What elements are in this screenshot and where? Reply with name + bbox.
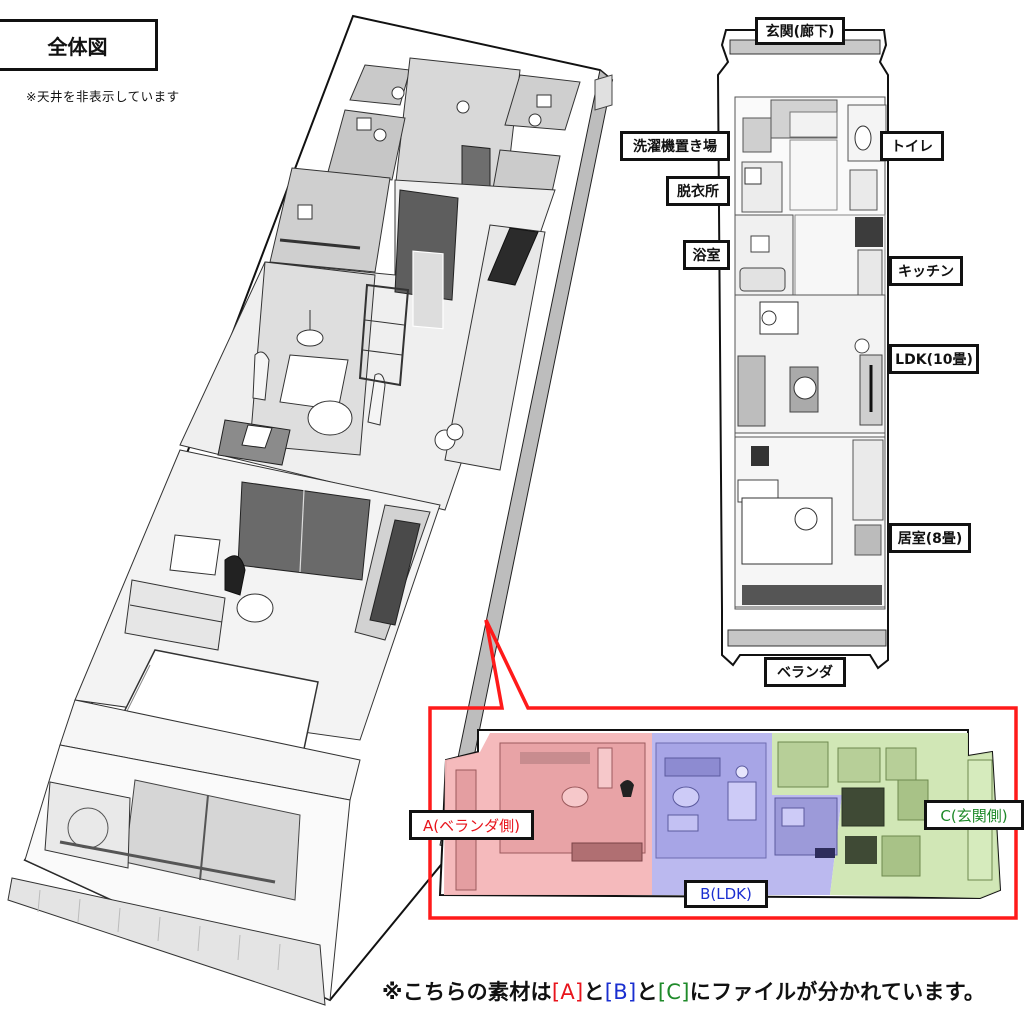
label-section-b: B(LDK) xyxy=(684,880,768,908)
label-section-a: A(ベランダ側) xyxy=(409,810,534,840)
veranda xyxy=(7,699,361,1006)
label-section-c: C(玄関側) xyxy=(924,800,1024,830)
footnote-suffix: にファイルが分かれています。 xyxy=(689,980,986,1004)
ceiling-hidden-note: ※天井を非表示しています xyxy=(26,89,180,104)
callout-frame xyxy=(428,619,1018,920)
ldk-room xyxy=(179,179,556,511)
label-bedroom: 居室(8畳) xyxy=(889,523,971,553)
footnote-a: [A] xyxy=(551,980,584,1004)
footnote-c: [C] xyxy=(657,980,690,1004)
footnote-prefix: ※こちらの素材は xyxy=(382,980,552,1004)
label-laundry-area: 洗濯機置き場 xyxy=(620,131,730,161)
footnote-b: [B] xyxy=(604,980,637,1004)
label-toilet: トイレ xyxy=(880,131,944,161)
label-dressing-room: 脱衣所 xyxy=(666,176,730,206)
file-split-footnote: ※こちらの素材は[A]と[B]と[C]にファイルが分かれています。 xyxy=(382,976,985,1006)
footnote-sep1: と xyxy=(583,980,605,1004)
footnote-sep2: と xyxy=(636,980,658,1004)
label-bathroom: 浴室 xyxy=(683,240,730,270)
label-entrance-hallway: 玄関(廊下) xyxy=(755,17,845,45)
label-kitchen: キッチン xyxy=(889,256,963,286)
page-title: 全体図 xyxy=(0,19,158,71)
label-veranda: ベランダ xyxy=(764,657,846,687)
label-ldk: LDK(10畳) xyxy=(889,344,979,374)
